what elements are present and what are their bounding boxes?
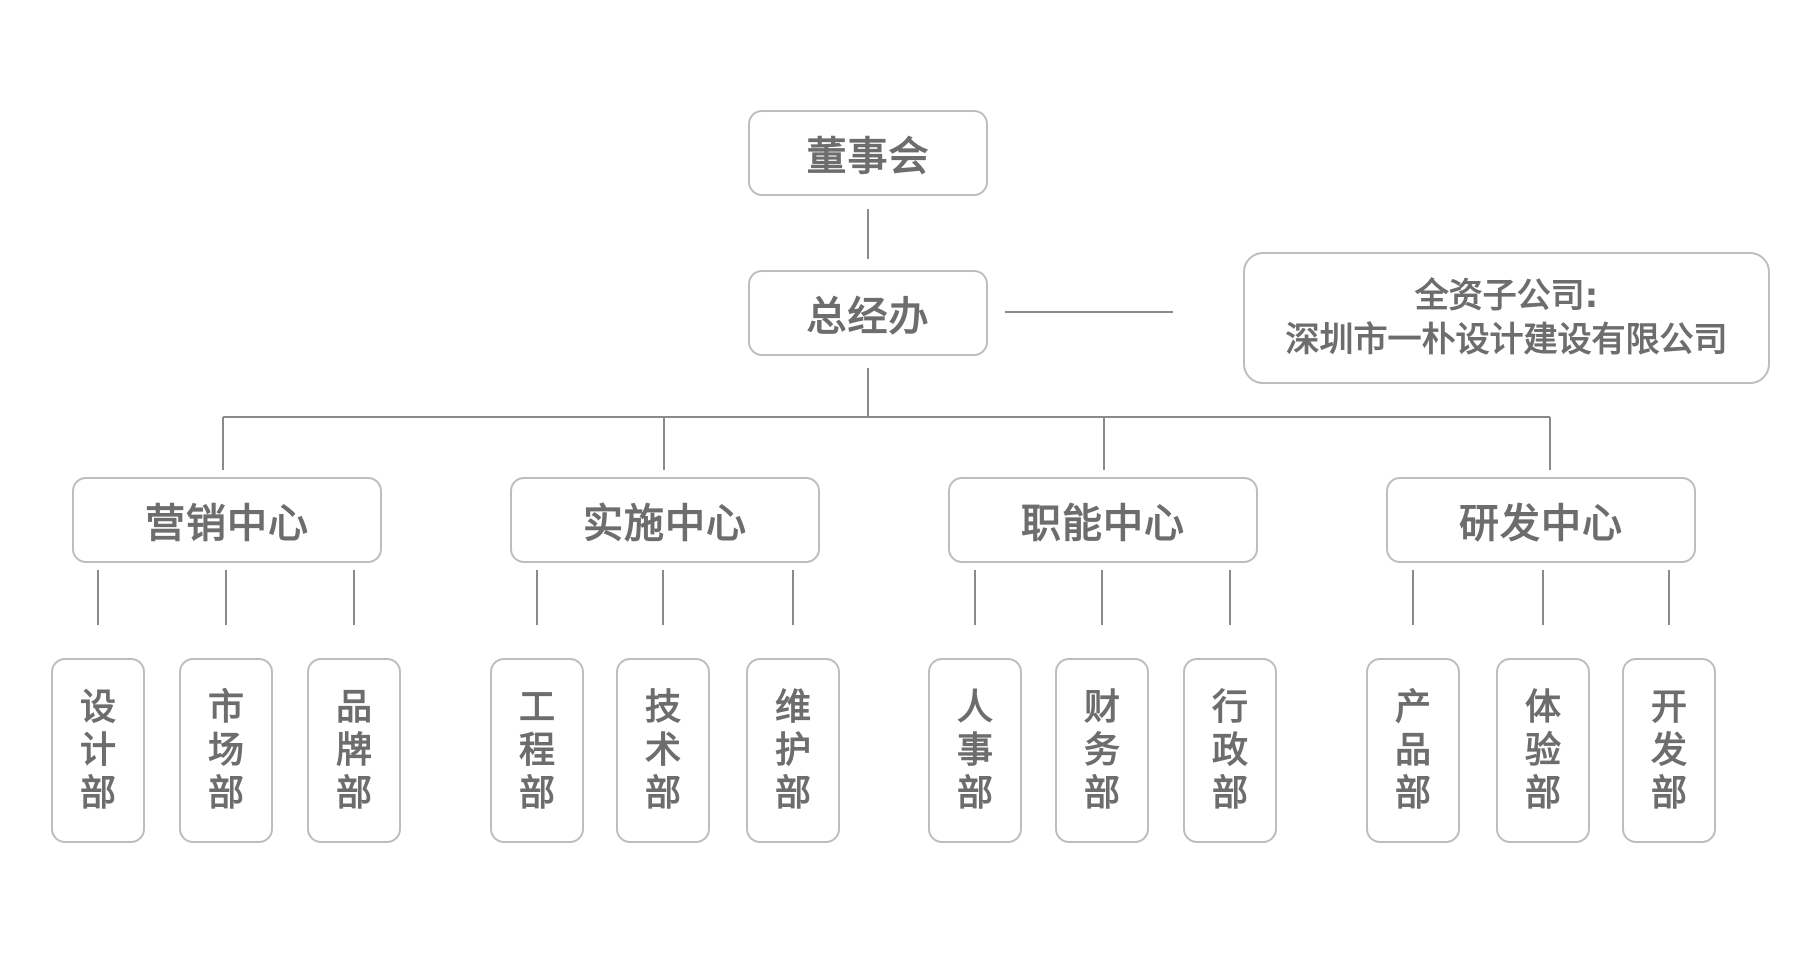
department-box: 行政部 [1183, 658, 1277, 843]
center-label: 研发中心 [1459, 501, 1623, 547]
subsidiary-line1: 全资子公司: [1414, 275, 1599, 316]
department-box: 开发部 [1622, 658, 1716, 843]
gm-office-label: 总经办 [806, 294, 930, 340]
center-box: 研发中心 [1386, 477, 1696, 563]
department-label: 财务部 [1083, 686, 1120, 815]
board-box: 董事会 [748, 110, 988, 196]
department-label: 人事部 [956, 686, 993, 815]
department-label: 技术部 [644, 686, 681, 815]
department-box: 市场部 [179, 658, 273, 843]
department-box: 品牌部 [307, 658, 401, 843]
center-box: 实施中心 [510, 477, 820, 563]
subsidiary-box: 全资子公司: 深圳市一朴设计建设有限公司 [1243, 252, 1770, 384]
center-box: 营销中心 [72, 477, 382, 563]
center-label: 营销中心 [145, 501, 309, 547]
department-label: 开发部 [1650, 686, 1687, 815]
board-label: 董事会 [806, 134, 930, 180]
department-label: 行政部 [1211, 686, 1248, 815]
center-label: 实施中心 [583, 501, 747, 547]
department-label: 产品部 [1394, 686, 1431, 815]
center-label: 职能中心 [1021, 501, 1185, 547]
department-box: 技术部 [616, 658, 710, 843]
department-box: 财务部 [1055, 658, 1149, 843]
department-box: 工程部 [490, 658, 584, 843]
department-box: 人事部 [928, 658, 1022, 843]
department-label: 品牌部 [335, 686, 372, 815]
gm-office-box: 总经办 [748, 270, 988, 356]
department-label: 体验部 [1524, 686, 1561, 815]
subsidiary-line2: 深圳市一朴设计建设有限公司 [1285, 320, 1728, 360]
department-label: 市场部 [207, 686, 244, 815]
department-box: 体验部 [1496, 658, 1590, 843]
department-box: 维护部 [746, 658, 840, 843]
department-label: 设计部 [79, 686, 116, 815]
department-label: 维护部 [774, 686, 811, 815]
center-box: 职能中心 [948, 477, 1258, 563]
department-label: 工程部 [518, 686, 555, 815]
department-box: 设计部 [51, 658, 145, 843]
department-box: 产品部 [1366, 658, 1460, 843]
